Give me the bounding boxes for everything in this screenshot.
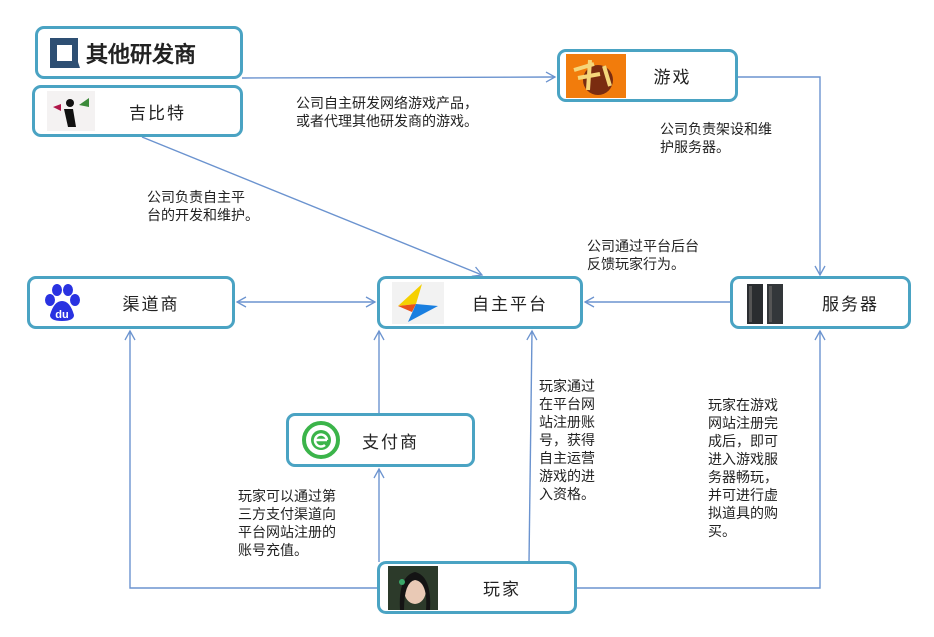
node-label: 游戏 bbox=[653, 68, 692, 88]
note-line: 公司负责架设和维 bbox=[660, 122, 772, 138]
node-platform: 自主平台 bbox=[377, 276, 583, 329]
node-game: 游戏 bbox=[557, 49, 738, 102]
node-payment: 支付商 bbox=[286, 413, 475, 467]
note-line: 平台网站注册的 bbox=[238, 525, 336, 541]
note-develop-games: 公司自主研发网络游戏产品， 或者代理其他研发商的游戏。 bbox=[296, 95, 478, 131]
note-line: 买。 bbox=[708, 524, 736, 540]
node-developer: 其他研发商 bbox=[35, 26, 243, 79]
arrow-developer-to-game bbox=[241, 71, 557, 83]
note-line: 在平台网 bbox=[539, 397, 595, 413]
node-label: 支付商 bbox=[362, 432, 419, 453]
note-line: 并可进行虚 bbox=[708, 488, 778, 504]
baidu-paw-icon: du bbox=[45, 283, 80, 321]
note-line: 护服务器。 bbox=[660, 140, 730, 156]
arrow-player-to-server bbox=[576, 329, 826, 589]
note-line: 反馈玩家行为。 bbox=[587, 257, 685, 273]
note-line: 入资格。 bbox=[539, 487, 595, 503]
gbits-logo-icon bbox=[47, 91, 95, 131]
svg-text:du: du bbox=[55, 309, 68, 321]
note-line: 网站注册完 bbox=[708, 416, 778, 432]
note-line: 玩家在游戏 bbox=[708, 398, 778, 414]
note-line: 号，获得 bbox=[539, 433, 595, 449]
note-play: 玩家在游戏 网站注册完 成后，即可 进入游戏服 务器畅玩， 并可进行虚 拟道具的… bbox=[708, 397, 778, 541]
note-line: 自主运营 bbox=[539, 451, 595, 467]
note-line: 公司负责自主平 bbox=[147, 190, 245, 206]
note-line: 玩家可以通过第 bbox=[238, 489, 336, 505]
node-label: 服务器 bbox=[822, 295, 879, 315]
node-label: 其他研发商 bbox=[86, 41, 197, 68]
arrow-game-to-server bbox=[737, 76, 826, 277]
player-avatar-icon bbox=[388, 565, 438, 610]
note-line: 务器畅玩， bbox=[708, 470, 778, 486]
note-line: 玩家通过 bbox=[539, 379, 595, 395]
note-feedback: 公司通过平台后台 反馈玩家行为。 bbox=[587, 238, 699, 274]
arrow-player-to-channel bbox=[124, 329, 378, 589]
note-line: 账号充值。 bbox=[238, 543, 308, 559]
node-channel: du 渠道商 bbox=[27, 276, 235, 329]
node-label: 渠道商 bbox=[122, 295, 180, 315]
note-line: 或者代理其他研发商的游戏。 bbox=[296, 114, 478, 130]
node-label: 自主平台 bbox=[472, 295, 548, 315]
note-line: 游戏的进 bbox=[539, 469, 595, 485]
note-line: 进入游戏服 bbox=[708, 452, 778, 468]
server-rack-icon bbox=[747, 283, 783, 324]
node-player: 玩家 bbox=[377, 561, 577, 614]
node-server: 服务器 bbox=[730, 276, 911, 329]
node-label: 吉比特 bbox=[129, 103, 186, 124]
payment-e-icon bbox=[302, 421, 340, 459]
game-logo-icon bbox=[566, 53, 626, 98]
platform-bolt-icon bbox=[392, 281, 444, 324]
note-platform-dev: 公司负责自主平 台的开发和维护。 bbox=[147, 189, 259, 225]
note-line: 公司自主研发网络游戏产品， bbox=[296, 96, 478, 112]
note-build-servers: 公司负责架设和维 护服务器。 bbox=[660, 121, 772, 157]
arrow-gbits-to-platform bbox=[141, 136, 484, 277]
note-line: 站注册账 bbox=[539, 415, 595, 431]
node-gbits: 吉比特 bbox=[32, 85, 243, 137]
node-label: 玩家 bbox=[483, 580, 521, 600]
note-line: 公司通过平台后台 bbox=[587, 239, 699, 255]
note-line: 台的开发和维护。 bbox=[147, 208, 259, 224]
note-recharge: 玩家可以通过第 三方支付渠道向 平台网站注册的 账号充值。 bbox=[238, 488, 336, 560]
note-line: 三方支付渠道向 bbox=[238, 507, 336, 523]
arrow-player-to-platform bbox=[526, 329, 538, 563]
note-register: 玩家通过 在平台网 站注册账 号，获得 自主运营 游戏的进 入资格。 bbox=[539, 378, 595, 504]
note-line: 拟道具的购 bbox=[708, 506, 778, 522]
developer-logo-icon bbox=[50, 37, 80, 68]
note-line: 成后，即可 bbox=[708, 434, 778, 450]
